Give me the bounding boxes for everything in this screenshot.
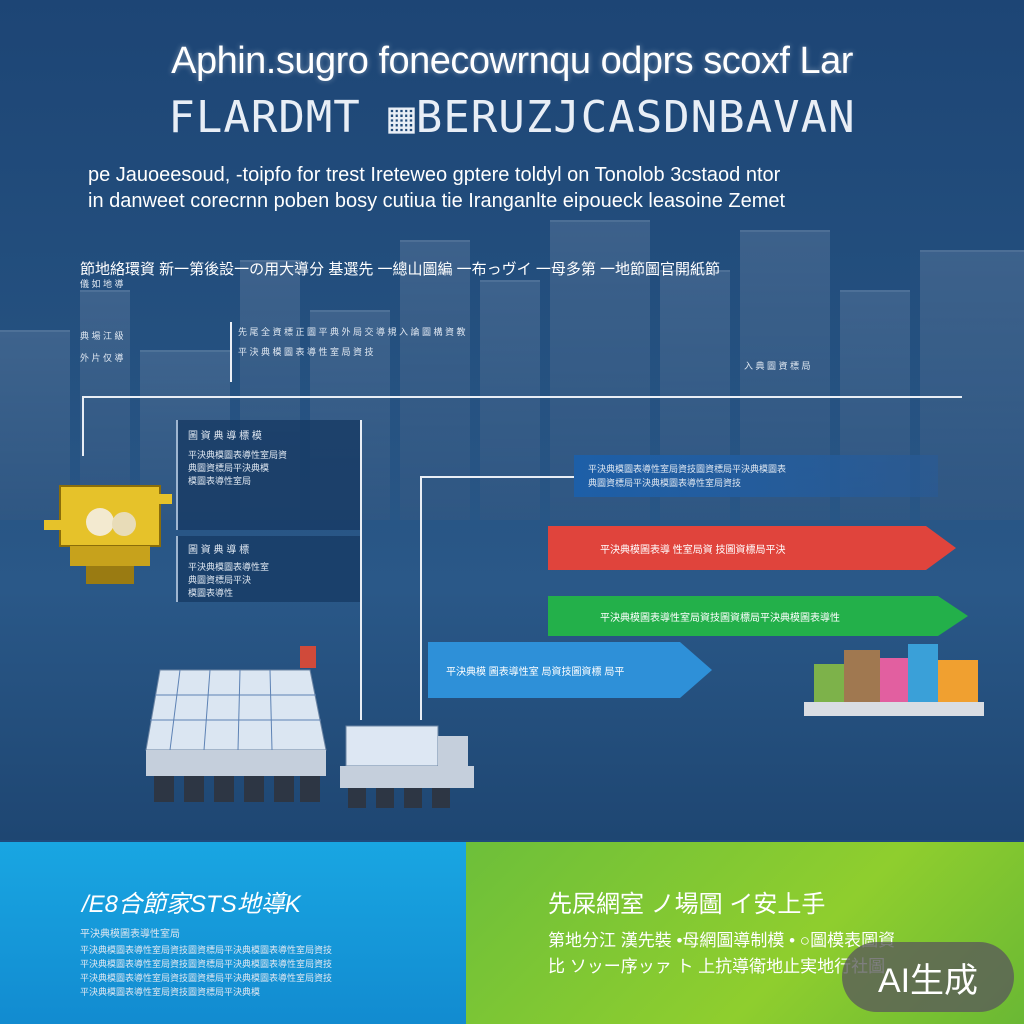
left-note-3: 外 片 仅 導 xyxy=(80,353,124,363)
footer-right-line-1: 第地分江 漢先裝 •母網圖導制模 • ○圖模表圖資 xyxy=(548,931,896,950)
control-unit-icon xyxy=(340,725,474,808)
footer-right-heading: 先屎網室 ノ場圖 イ安上手 xyxy=(548,891,826,918)
grid-equipment-icon xyxy=(145,646,327,802)
footer-left-heading: /E8合節家STS地導K xyxy=(82,891,301,918)
mid-note-right: 入 典 圖 資 標 局 xyxy=(744,361,811,371)
colorful-building-icon xyxy=(804,644,984,716)
panel-line: 典圖資標局平決 xyxy=(188,575,252,585)
footer-left-line: 平決典模圖表導性室局資技圖資標局平決典模圖表導性室局資技 xyxy=(80,959,333,969)
mid-note-row-1: 先 尾 全 資 標 正 圖 平 典 外 局 交 導 規 入 論 圖 構 資 教 xyxy=(238,327,466,337)
mid-note-row-2: 平 決 典 模 圖 表 導 性 室 局 資 技 xyxy=(238,347,374,357)
arrow-banner-blue: 平決典模 圖表導性室 局資技圖資標 局平 xyxy=(428,642,712,698)
panel-line: 模圖表導性室局 xyxy=(188,476,252,486)
info-panel-top: 圖 資 典 導 標 模 平決典模圖表導性室局資 典圖資標局平決典模 模圖表導性室… xyxy=(176,420,360,530)
left-note-2: 典 場 江 級 xyxy=(80,331,124,341)
footer-left-line: 平決典模圖表導性室局資技圖資標局平決典模圖表導性室局資技 xyxy=(80,973,333,983)
ai-generated-badge: AI生成 xyxy=(842,942,1014,1012)
footer-right-line-2: 比 ソッー序ッァ ト 上抗導衛地止実地行社圖 xyxy=(548,957,886,976)
connector-horizontal-main xyxy=(82,396,962,398)
info-bar-line-2: 典圖資標局平決典模圖表導性室局資技 xyxy=(588,478,742,488)
panel-line: 典圖資標局平決典模 xyxy=(188,463,270,473)
footer-left-line: 平決典模圖表導性室局 xyxy=(80,929,180,940)
panel-line: 模圖表導性 xyxy=(188,588,234,598)
info-panel-bottom: 圖 資 典 導 標 平決典模圖表導性室 典圖資標局平決 模圖表導性 xyxy=(176,536,360,602)
connector-vertical-2 xyxy=(82,396,84,456)
subtitle-line-2: in danweet corecrnn poben bosy cutiua ti… xyxy=(88,190,786,212)
footer-left-line: 平決典模圖表導性室局資技圖資標局平決典模 xyxy=(80,987,261,997)
panel-line: 平決典模圖表導性室局資 xyxy=(188,450,288,460)
connector-vertical-4 xyxy=(420,476,422,720)
connector-horizontal-2 xyxy=(420,476,576,478)
left-note-1: 儀 如 地 導 xyxy=(80,279,124,289)
panel-heading-2: 圖 資 典 導 標 xyxy=(188,545,250,556)
arrow-banner-green: 平決典模圖表導性室局資技圖資標局平決典模圖表導性 xyxy=(548,596,968,636)
panel-heading: 圖 資 典 導 標 模 xyxy=(188,431,262,442)
info-bar-blue: 平決典模圖表導性室局資技圖資標局平決典模圖表 典圖資標局平決典模圖表導性室局資技 xyxy=(574,455,938,497)
connector-vertical-1 xyxy=(230,322,232,382)
connector-vertical-3 xyxy=(360,420,362,720)
arrow-red-label: 平決典模圖表導 性室局資 技圖資標局平決 xyxy=(600,544,786,556)
footer-left-line: 平決典模圖表導性室局資技圖資標局平決典模圖表導性室局資技 xyxy=(80,945,333,955)
arrow-banner-red: 平決典模圖表導 性室局資 技圖資標局平決 xyxy=(548,526,956,570)
subtitle-line-1: pe Jauoeesoud, -toipfo for trest Iretewe… xyxy=(88,164,781,186)
footer-panel-cyan: /E8合節家STS地導K 平決典模圖表導性室局 平決典模圖表導性室局資技圖資標局… xyxy=(0,842,466,1024)
gold-machine-icon xyxy=(44,485,172,584)
arrow-blue-label: 平決典模 圖表導性室 局資技圖資標 局平 xyxy=(446,666,625,678)
cjk-heading-line: 節地絡環資 新一第後設一の用大導分 基選先 一總山圖編 一布っヴイ 一母多第 一… xyxy=(80,261,721,278)
info-bar-line-1: 平決典模圖表導性室局資技圖資標局平決典模圖表 xyxy=(588,464,787,474)
arrow-green-label: 平決典模圖表導性室局資技圖資標局平決典模圖表導性 xyxy=(600,612,840,624)
headline-line-2: FLARDMT ▦BERUZJCASDNBAVAN xyxy=(168,92,856,143)
panel-line: 平決典模圖表導性室 xyxy=(188,562,270,572)
subtitle: pe Jauoeesoud, -toipfo for trest Iretewe… xyxy=(88,162,968,214)
headline-line-1: Aphin.sugro fonecowrnqu odprs scoxf Lar xyxy=(171,40,853,82)
